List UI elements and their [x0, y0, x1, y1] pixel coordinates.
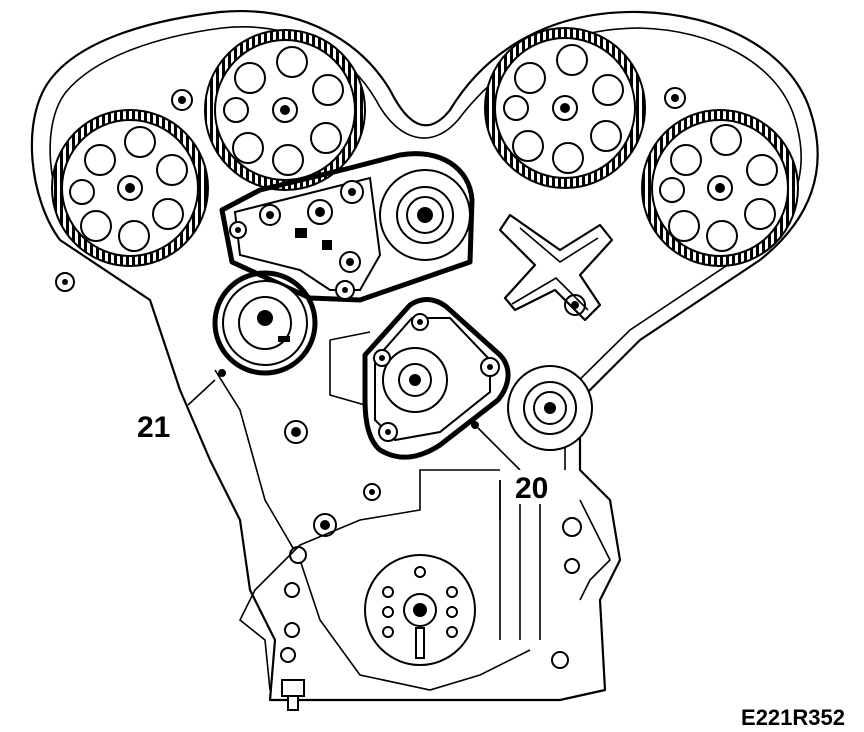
idler-pulley-left: [212, 270, 318, 376]
camshaft-gear-right-outer: [641, 109, 799, 267]
cover-left-contour: [214, 369, 531, 691]
tensioner: [373, 313, 500, 442]
tensioner-housing-outline: [362, 297, 511, 460]
timing-cover-inner-outline: [49, 26, 802, 470]
cover-bolt-bosses: [55, 87, 686, 537]
auxiliary-bracket: [229, 176, 382, 300]
crankshaft-pulley: [364, 554, 476, 666]
lower-left-bracket: [238, 499, 611, 691]
leader-line-21: [187, 379, 216, 406]
figure-reference: E221R352: [741, 705, 845, 730]
callout-20: 20: [515, 472, 548, 505]
cover-cross-casting-inner: [511, 227, 599, 311]
camshaft-gear-left-outer: [51, 109, 209, 267]
leader-dot-20: [471, 421, 479, 429]
tensioner-backplate: [329, 331, 371, 406]
lower-inner-steps: [299, 469, 501, 546]
leader-line-20: [477, 427, 521, 471]
belt-upper-run: [219, 151, 475, 303]
timing-cover-outline: [30, 10, 819, 702]
camshaft-gear-left-inner: [204, 29, 366, 191]
callout-21: 21: [137, 411, 170, 444]
callout-20-backdrop: [512, 470, 558, 504]
camshaft-gear-right-inner: [484, 27, 646, 189]
cover-cross-casting: [498, 213, 614, 322]
leader-dot-21: [218, 369, 226, 377]
idler-pulley-upper: [379, 169, 471, 261]
idler-pulley-right: [507, 365, 593, 451]
